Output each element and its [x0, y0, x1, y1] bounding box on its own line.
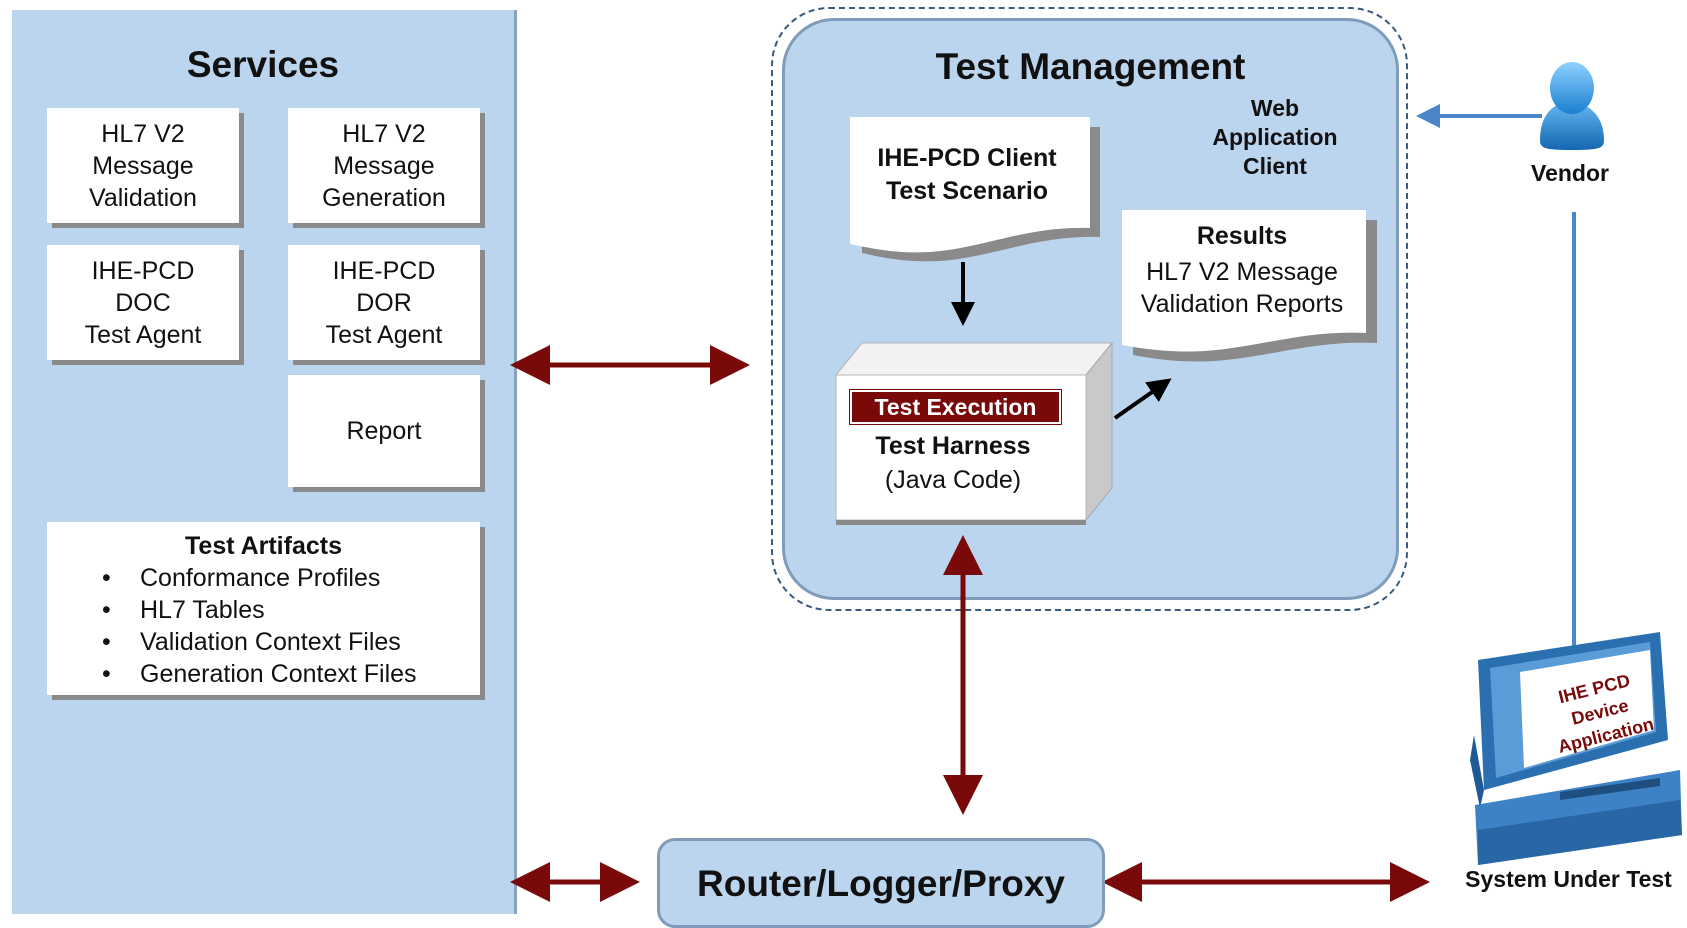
- service-hl7-validation: HL7 V2 Message Validation: [47, 108, 239, 223]
- results-body: HL7 V2 Message Validation Reports: [1140, 258, 1344, 318]
- test-management-title: Test Management: [935, 46, 1246, 87]
- artifact-item: Validation Context Files: [47, 626, 480, 658]
- test-scenario-document: [850, 117, 1100, 262]
- test-artifacts-title: Test Artifacts: [185, 532, 342, 560]
- harness-to-results-arrow: [1113, 378, 1172, 420]
- results-document: [1122, 210, 1377, 362]
- computer-icon: [1470, 632, 1682, 865]
- test-scenario-label: IHE-PCD Client Test Scenario: [877, 144, 1057, 205]
- system-under-test-label: System Under Test: [1465, 866, 1672, 892]
- service-dor-test-agent: IHE-PCD DOR Test Agent: [288, 245, 480, 360]
- service-hl7-generation: HL7 V2 Message Generation: [288, 108, 480, 223]
- router-logger-proxy: Router/Logger/Proxy: [657, 838, 1105, 928]
- web-application-client-label: Web Application Client: [1212, 95, 1338, 179]
- artifact-item: Generation Context Files: [47, 658, 480, 690]
- test-harness-name: Test Harness: [875, 432, 1031, 460]
- service-doc-test-agent: IHE-PCD DOC Test Agent: [47, 245, 239, 360]
- test-artifacts-list: Conformance Profiles HL7 Tables Validati…: [47, 562, 480, 690]
- vendor-person-icon: [1540, 62, 1604, 150]
- results-title: Results: [1196, 222, 1288, 250]
- test-harness-language: (Java Code): [884, 466, 1022, 494]
- artifact-item: HL7 Tables: [47, 594, 480, 626]
- test-management-boundary: [771, 7, 1408, 611]
- service-report: Report: [288, 375, 480, 487]
- artifact-item: Conformance Profiles: [47, 562, 480, 594]
- test-artifacts-box: Test Artifacts Conformance Profiles HL7 …: [47, 522, 480, 695]
- vendor-label: Vendor: [1531, 160, 1609, 186]
- services-title: Services: [186, 44, 340, 85]
- test-execution-badge: Test Execution: [850, 390, 1061, 424]
